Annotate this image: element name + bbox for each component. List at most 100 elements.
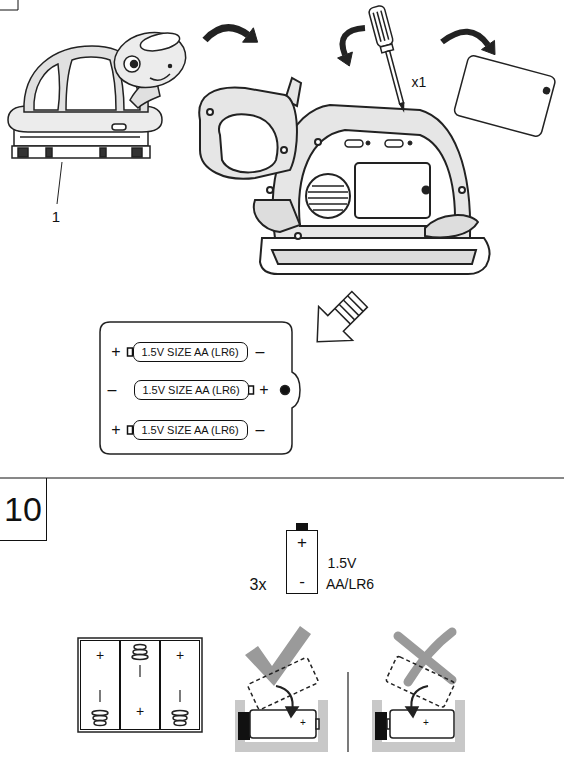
turn-arrow [243, 28, 258, 42]
step-frame [0, 0, 18, 10]
battery-label: 1.5V SIZE AA (LR6) [133, 420, 248, 440]
turtle-back-view [355, 163, 430, 218]
turn-arrow [205, 28, 248, 40]
turtle-toy [100, 148, 106, 157]
wrong-insertion [375, 712, 387, 740]
rotate-arrow [338, 52, 353, 66]
turn-arrow [205, 28, 258, 43]
node-text: + [297, 534, 307, 551]
turtle-toy [8, 26, 191, 158]
turtle-back-view [199, 78, 489, 274]
battery-holder [78, 638, 202, 732]
battery-cell: + [160, 640, 200, 730]
turtle-toy [132, 148, 142, 157]
turtle-toy [46, 148, 52, 157]
battery-holder [78, 638, 202, 732]
node-text: 1.5V SIZE AA (LR6) [142, 384, 239, 397]
turtle-toy [139, 30, 181, 54]
turtle-back-view [260, 238, 490, 274]
divider-line [347, 672, 348, 752]
polarity-sign: + [423, 718, 429, 728]
correct-insertion [238, 712, 250, 740]
turtle-toy [124, 56, 140, 72]
turtle-back-view [308, 197, 348, 199]
divider-line [347, 672, 348, 752]
turtle-back-view [254, 200, 300, 232]
rotate-arrow [482, 40, 496, 54]
turtle-back-view [312, 185, 344, 187]
polarity-sign: + [259, 382, 268, 398]
battery-holder [99, 690, 100, 702]
turtle-back-view [423, 187, 430, 194]
screwdriver [373, 13, 381, 42]
correct-insertion [247, 657, 319, 710]
battery-door [543, 87, 550, 94]
polarity-sign: + [300, 718, 306, 728]
direction-arrow [335, 309, 351, 325]
step-number-box: 10 [0, 478, 47, 541]
wrong-insertion [390, 710, 454, 738]
node-text: 1.5V SIZE AA (LR6) [141, 346, 238, 359]
screwdriver [377, 12, 385, 41]
leader-line [57, 162, 62, 204]
battery-compartment [100, 322, 300, 454]
correct-insertion [235, 700, 328, 752]
turtle-back-view [281, 147, 287, 153]
node-text: + [136, 703, 144, 719]
direction-arrow [339, 304, 355, 320]
polarity-sign: – [256, 344, 265, 360]
battery-door [453, 54, 556, 137]
direction-arrow [300, 282, 376, 358]
wrong-insertion [372, 700, 465, 752]
node-text: 10 [4, 492, 42, 526]
turtle-back-view [295, 233, 301, 239]
wrong-insertion [406, 707, 418, 717]
battery-terminal [296, 523, 308, 530]
turtle-toy [150, 74, 170, 80]
battery-type-label: AA/LR6 [326, 577, 374, 591]
section-line [0, 478, 564, 479]
correct-insertion [250, 710, 316, 738]
polarity-sign: – [108, 382, 117, 398]
battery-compartment [281, 386, 290, 395]
battery-door [453, 54, 556, 137]
quantity-label: 3x [250, 577, 267, 593]
battery-terminal [128, 426, 133, 434]
turtle-back-view [408, 141, 412, 145]
turtle-back-view [272, 250, 476, 264]
node-text: - [299, 573, 305, 590]
battery-cell: + [120, 640, 160, 730]
turtle-back-view [219, 114, 278, 172]
polarity-sign: + [111, 422, 120, 438]
turtle-back-view [315, 139, 321, 145]
section-line [0, 478, 564, 479]
correct-insertion [235, 626, 328, 752]
battery-holder [139, 665, 140, 677]
turtle-toy [169, 65, 172, 68]
direction-arrow [343, 300, 359, 316]
turtle-back-view [308, 191, 348, 193]
turtle-toy [12, 146, 150, 158]
correct-insertion [245, 626, 311, 686]
turtle-toy [18, 148, 28, 157]
screwdriver [381, 11, 389, 40]
turtle-back-view [385, 140, 403, 147]
wrong-insertion [385, 656, 455, 708]
turtle-back-view [313, 209, 343, 211]
turtle-back-view [199, 87, 297, 178]
battery-cell: + [80, 640, 120, 730]
correct-insertion [247, 657, 319, 710]
screwdriver [368, 5, 394, 48]
direction-arrow [348, 296, 364, 312]
battery-holder [94, 721, 106, 726]
step-frame [0, 0, 18, 10]
turtle-back-view [207, 109, 213, 115]
battery-holder [179, 690, 180, 702]
node-text: + [176, 647, 184, 663]
turtle-toy [20, 136, 140, 138]
turtle-toy [34, 64, 60, 110]
wrong-insertion [408, 632, 452, 682]
